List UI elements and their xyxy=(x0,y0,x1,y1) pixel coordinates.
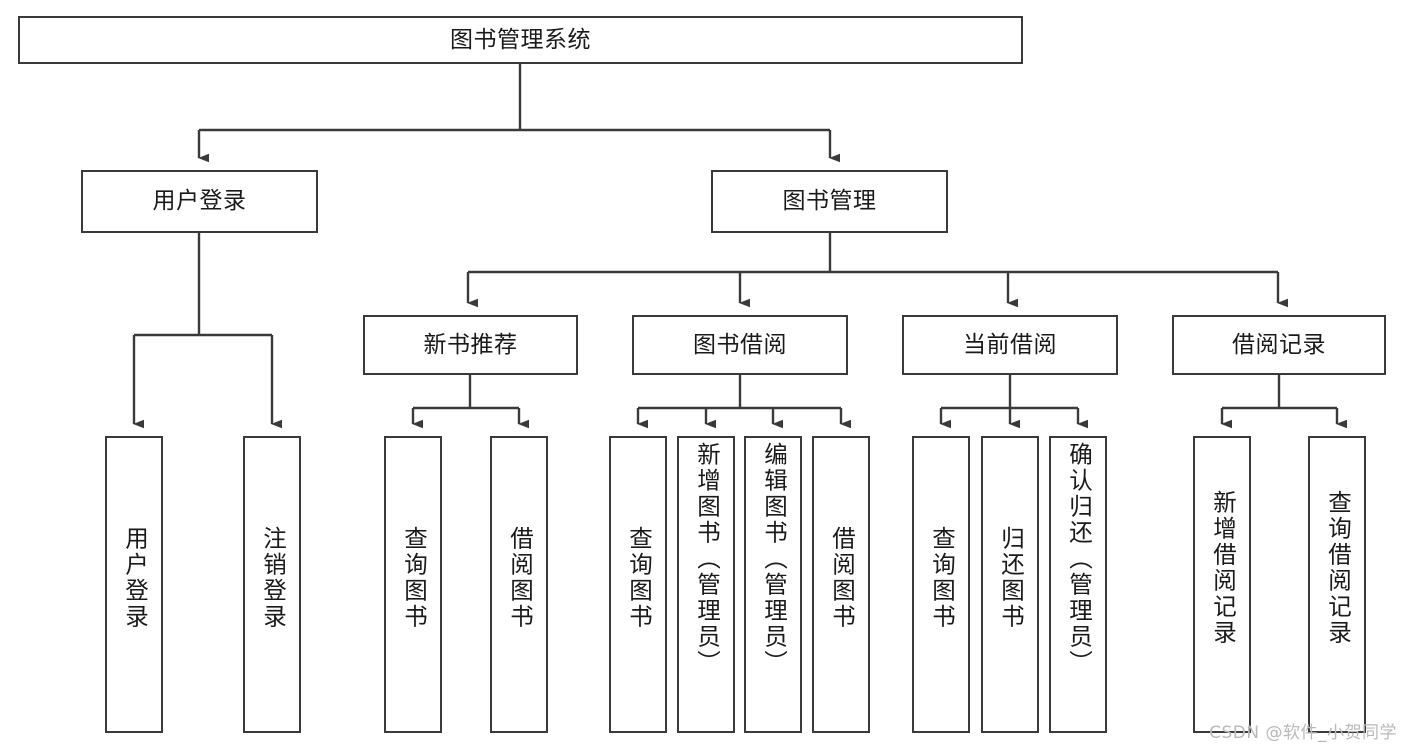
node-leaf-add-book-label: 新增图书（管理员） xyxy=(692,442,721,676)
node-new-book-rec[interactable]: 新书推荐 xyxy=(363,315,578,375)
node-leaf-query-book-3-label: 查询图书 xyxy=(927,526,956,630)
node-leaf-query-book-3[interactable]: 查询图书 xyxy=(912,436,970,733)
node-leaf-add-record[interactable]: 新增借阅记录 xyxy=(1193,436,1251,733)
node-leaf-confirm-return-label: 确认归还（管理员） xyxy=(1064,442,1093,676)
node-leaf-confirm-return[interactable]: 确认归还（管理员） xyxy=(1049,436,1107,733)
node-leaf-logout-label: 注销登录 xyxy=(258,526,287,630)
node-leaf-query-book-2[interactable]: 查询图书 xyxy=(609,436,667,733)
node-leaf-edit-book[interactable]: 编辑图书（管理员） xyxy=(744,436,802,733)
node-leaf-query-book-1[interactable]: 查询图书 xyxy=(384,436,442,733)
node-book-borrow[interactable]: 图书借阅 xyxy=(632,315,848,375)
node-current-borrow-label: 当前借阅 xyxy=(963,331,1057,358)
watermark-text: CSDN @软件_小贺同学 xyxy=(1209,723,1397,743)
node-leaf-borrow-book-1-label: 借阅图书 xyxy=(505,526,534,630)
node-borrow-record-label: 借阅记录 xyxy=(1232,331,1326,358)
node-new-book-rec-label: 新书推荐 xyxy=(423,331,518,358)
node-leaf-query-book-2-label: 查询图书 xyxy=(624,526,653,630)
node-leaf-borrow-book-2-label: 借阅图书 xyxy=(827,526,856,630)
node-leaf-add-record-label: 新增借阅记录 xyxy=(1208,490,1237,646)
node-root-label: 图书管理系统 xyxy=(450,26,591,53)
node-leaf-return-book-label: 归还图书 xyxy=(996,526,1025,630)
node-leaf-query-record[interactable]: 查询借阅记录 xyxy=(1308,436,1366,733)
node-leaf-user-login[interactable]: 用户登录 xyxy=(105,436,163,733)
node-user-login[interactable]: 用户登录 xyxy=(81,170,318,233)
node-leaf-edit-book-label: 编辑图书（管理员） xyxy=(759,442,788,676)
node-leaf-query-record-label: 查询借阅记录 xyxy=(1323,490,1352,646)
node-leaf-logout[interactable]: 注销登录 xyxy=(243,436,301,733)
node-book-borrow-label: 图书借阅 xyxy=(693,331,787,358)
node-leaf-borrow-book-1[interactable]: 借阅图书 xyxy=(490,436,548,733)
node-leaf-user-login-label: 用户登录 xyxy=(120,526,149,630)
node-root[interactable]: 图书管理系统 xyxy=(18,16,1023,64)
node-borrow-record[interactable]: 借阅记录 xyxy=(1172,315,1386,375)
node-current-borrow[interactable]: 当前借阅 xyxy=(902,315,1118,375)
node-book-manage[interactable]: 图书管理 xyxy=(711,170,948,233)
node-leaf-query-book-1-label: 查询图书 xyxy=(399,526,428,630)
node-leaf-borrow-book-2[interactable]: 借阅图书 xyxy=(812,436,870,733)
node-leaf-add-book[interactable]: 新增图书（管理员） xyxy=(677,436,735,733)
node-leaf-return-book[interactable]: 归还图书 xyxy=(981,436,1039,733)
node-user-login-label: 用户登录 xyxy=(152,188,247,215)
node-book-manage-label: 图书管理 xyxy=(782,188,877,215)
